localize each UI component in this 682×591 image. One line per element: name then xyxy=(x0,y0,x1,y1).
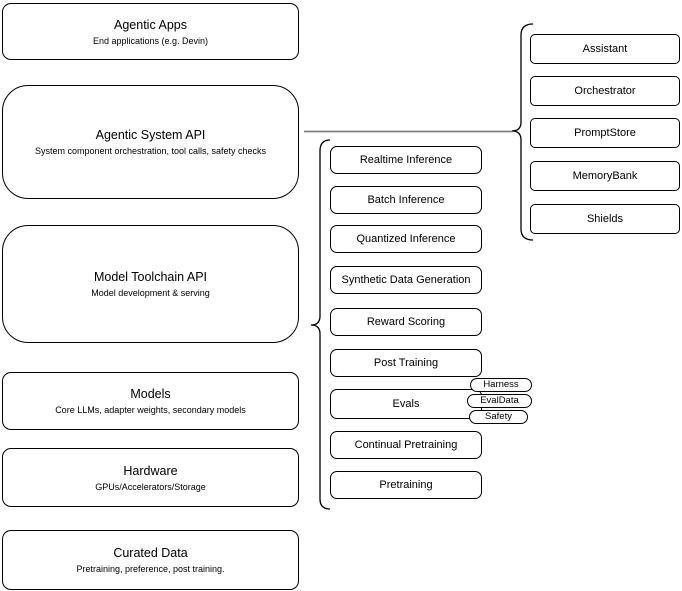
system-item-orchestrator: Orchestrator xyxy=(530,76,680,106)
node-subtitle: End applications (e.g. Devin) xyxy=(92,35,209,46)
toolchain-item-post-training: Post Training xyxy=(330,349,482,377)
system-item-memorybank: MemoryBank xyxy=(530,161,680,191)
toolchain-item-batch-inference: Batch Inference xyxy=(330,186,482,214)
node-title: Agentic Apps xyxy=(114,17,187,32)
system-item-shields: Shields xyxy=(530,204,680,234)
eval-tag-evaldata: EvalData xyxy=(467,394,532,408)
node-subtitle: Model development & serving xyxy=(91,288,210,298)
node-agentic-apps: Agentic Apps End applications (e.g. Devi… xyxy=(2,3,299,60)
node-subtitle: GPUs/Accelerators/Storage xyxy=(95,481,206,492)
node-hardware: Hardware GPUs/Accelerators/Storage xyxy=(2,448,299,507)
node-agentic-system-api: Agentic System API System component orch… xyxy=(2,85,299,199)
node-title: Agentic System API xyxy=(95,128,206,142)
toolchain-curly-brace xyxy=(310,139,331,510)
toolchain-item-synthetic-data-generation: Synthetic Data Generation xyxy=(330,266,482,294)
toolchain-item-reward-scoring: Reward Scoring xyxy=(330,308,482,336)
eval-tag-safety: Safety xyxy=(469,410,528,424)
eval-tag-harness: Harness xyxy=(470,378,532,392)
node-title: Curated Data xyxy=(113,546,188,560)
node-subtitle: Core LLMs, adapter weights, secondary mo… xyxy=(55,405,246,415)
toolchain-item-realtime-inference: Realtime Inference xyxy=(330,146,482,174)
node-model-toolchain-api: Model Toolchain API Model development & … xyxy=(2,225,299,343)
toolchain-item-continual-pretraining: Continual Pretraining xyxy=(330,431,482,459)
node-curated-data: Curated Data Pretraining, preference, po… xyxy=(2,530,299,590)
node-title: Hardware xyxy=(123,463,178,478)
node-title: Models xyxy=(130,387,171,401)
node-models: Models Core LLMs, adapter weights, secon… xyxy=(2,372,299,430)
system-item-promptstore: PromptStore xyxy=(530,118,680,148)
node-title: Model Toolchain API xyxy=(93,270,208,284)
node-subtitle: System component orchestration, tool cal… xyxy=(34,146,267,156)
system-item-assistant: Assistant xyxy=(530,34,680,64)
toolchain-item-pretraining: Pretraining xyxy=(330,471,482,499)
toolchain-item-evals: Evals xyxy=(330,389,482,419)
toolchain-item-quantized-inference: Quantized Inference xyxy=(330,225,482,253)
node-subtitle: Pretraining, preference, post training. xyxy=(76,564,225,574)
